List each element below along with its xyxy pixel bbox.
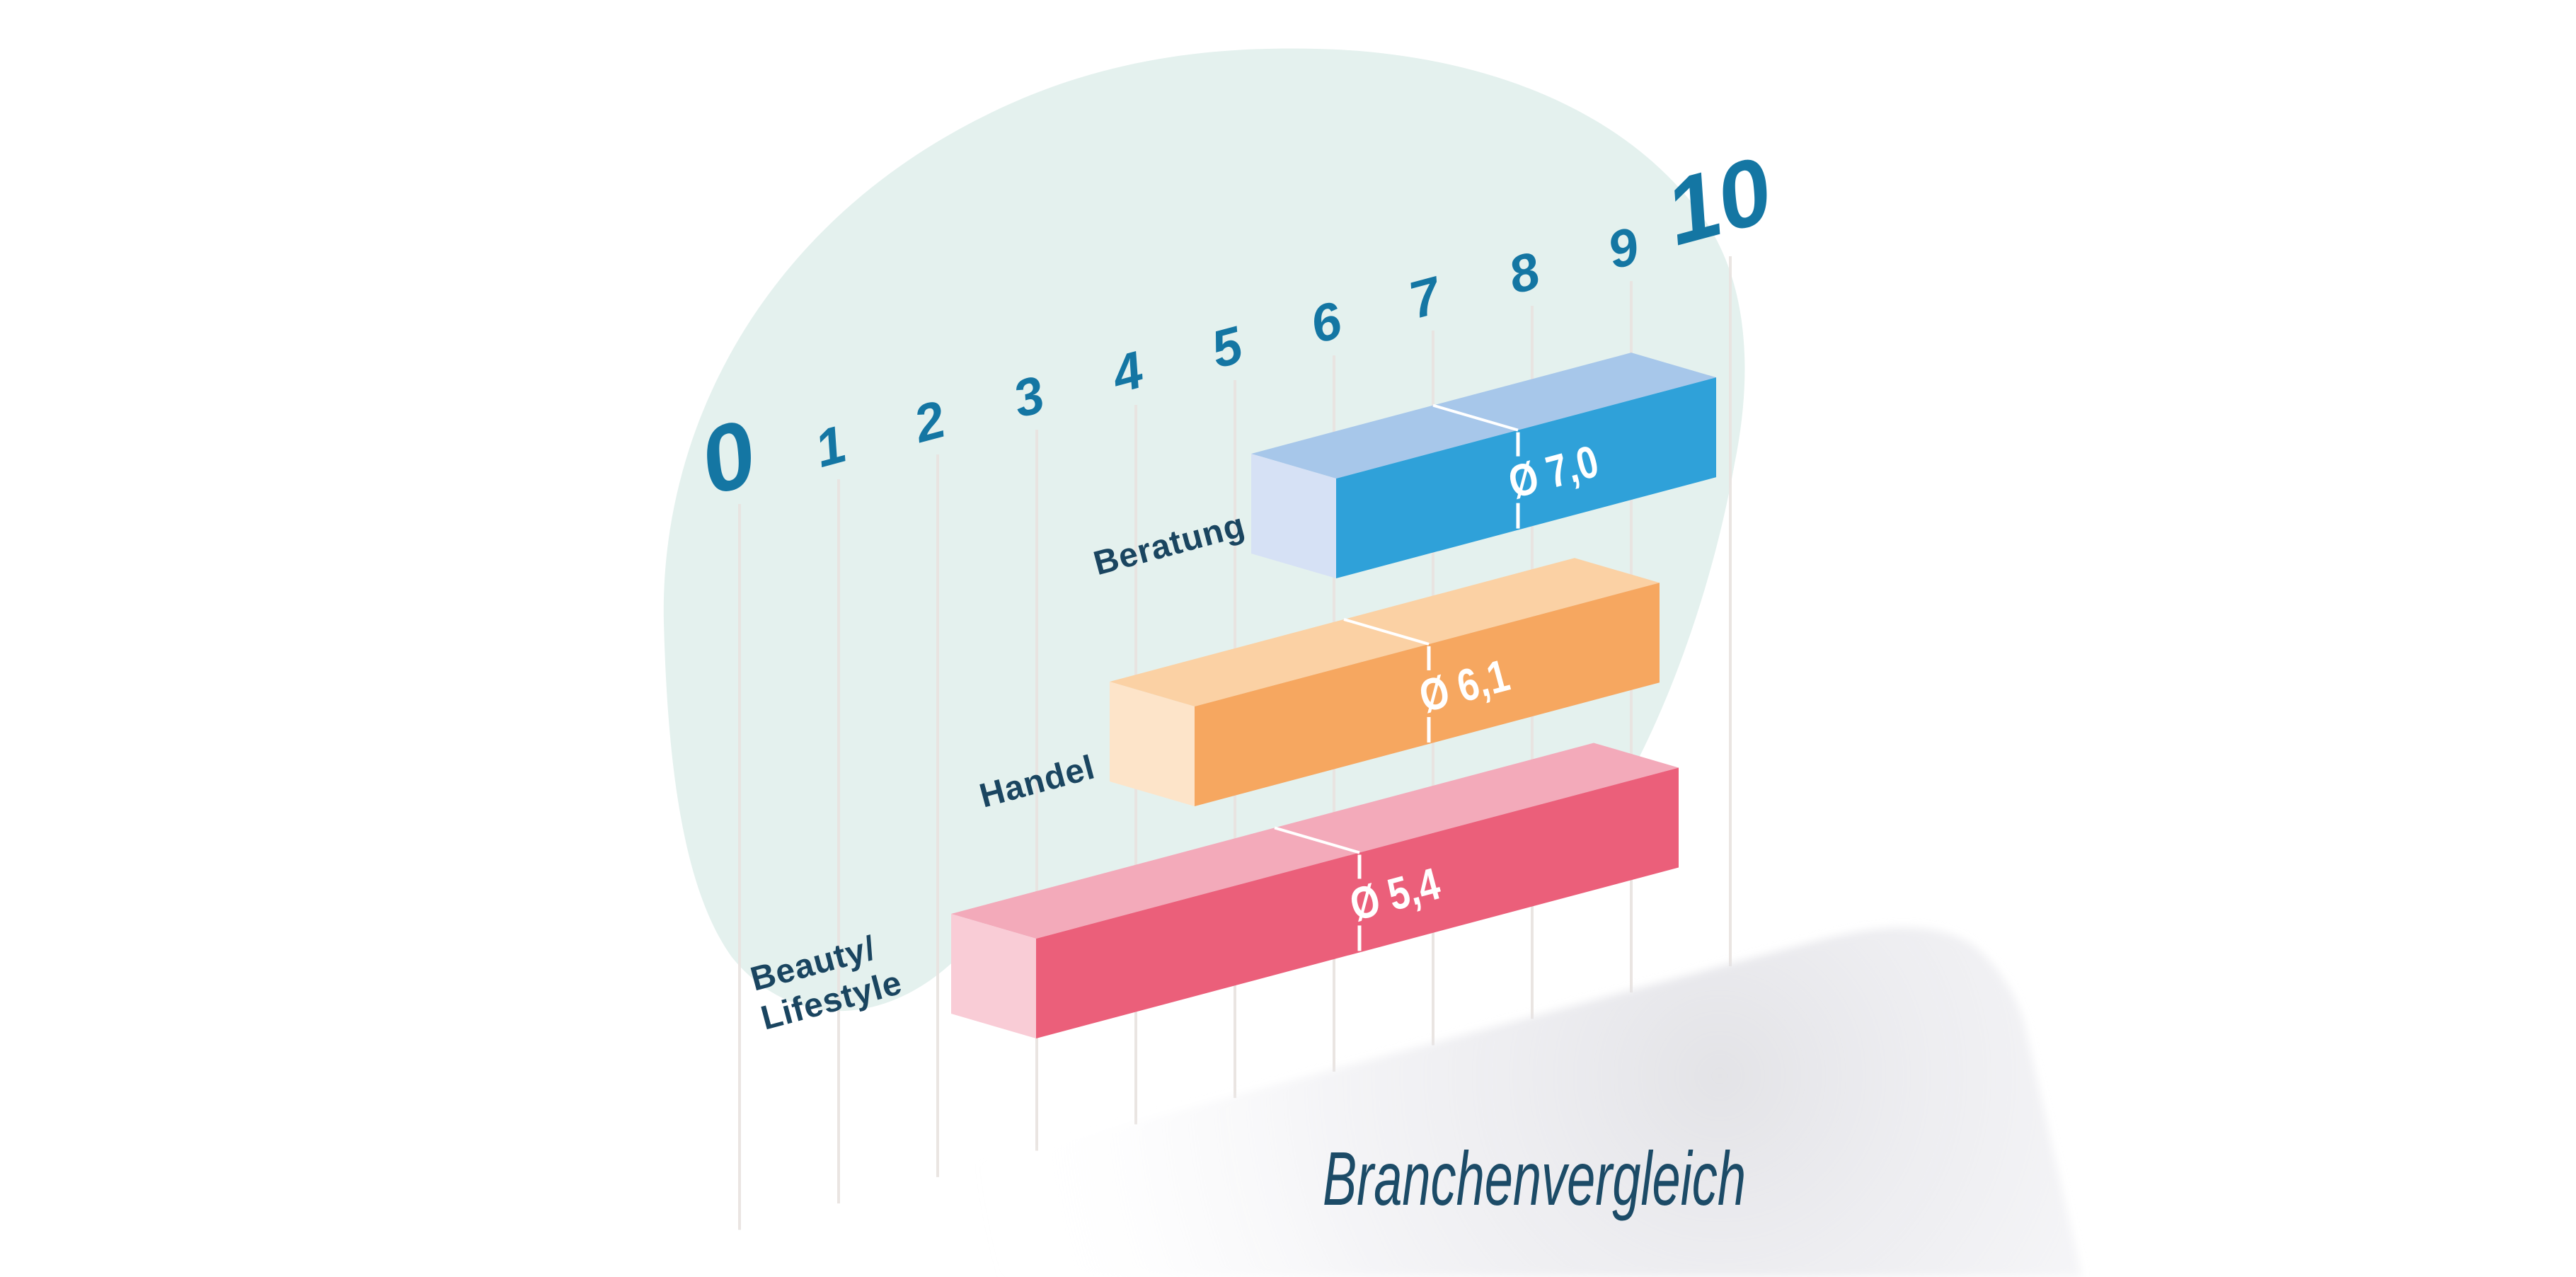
bars: Ø 7,0Ø 6,1Ø 5,4	[951, 353, 1716, 1038]
bar-front-face	[1195, 583, 1660, 806]
bar-top-face	[1251, 353, 1716, 479]
bar-front-face	[1036, 767, 1679, 1038]
floor-shadow	[554, 927, 2082, 1277]
value-tick-top	[1343, 618, 1430, 646]
bar-side-face	[951, 914, 1036, 1038]
bar-side-face	[1110, 682, 1195, 806]
value-tick-top	[1432, 403, 1519, 432]
bar-side-face	[1251, 454, 1336, 578]
bar-beauty-lifestyle: Ø 5,4	[951, 743, 1679, 1038]
bar-handel: Ø 6,1	[1110, 558, 1660, 806]
bar-beratung: Ø 7,0	[1251, 353, 1716, 578]
chart-title: Branchenvergleich	[1323, 1135, 1746, 1221]
value-tick-top	[1274, 826, 1360, 854]
background-blob-shape	[663, 48, 1745, 1012]
bar-front-face	[1336, 377, 1716, 578]
